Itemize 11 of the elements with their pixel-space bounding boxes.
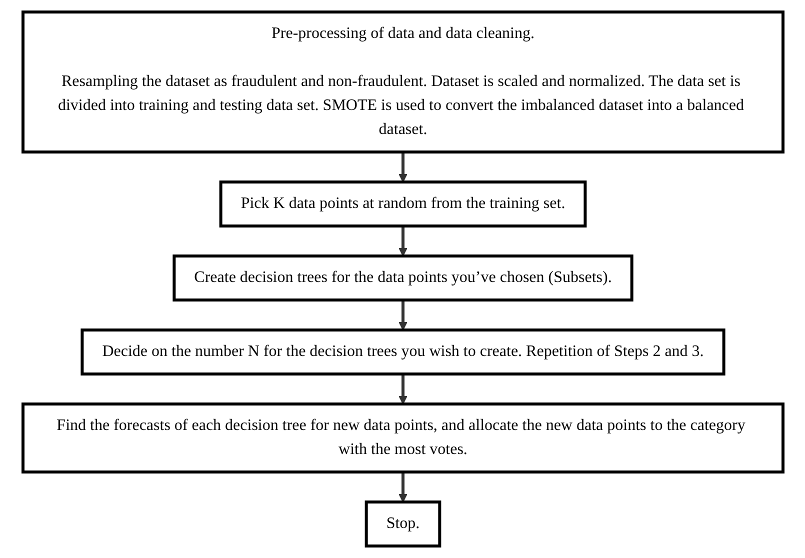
node-box: Find the forecasts of each decision tree for new data points, and allocate the new data points to the category with the most votes. [21,402,784,474]
node-box: Decide on the number N for the decision trees you wish to create. Repetition of Steps 2 and 3. [80,328,725,376]
arrow [398,374,407,404]
node-box: Pick K data points at random from the training set. [218,180,586,228]
node-box: Stop. [364,500,441,548]
node-box: Pre-processing of data and data cleaning. Resampling the dataset as fraudulent and non-fraudulent. Dataset is scaled and normalized. The data set is divided into training and testing data set. SMOTE is used to convert the imbalanced dataset into a balanced dataset. [21,10,784,154]
arrow [398,472,407,502]
node-box: Create decision trees for the data points you’ve chosen (Subsets). [172,254,633,302]
arrow [398,300,407,330]
arrow [398,226,407,256]
arrow [398,152,407,182]
